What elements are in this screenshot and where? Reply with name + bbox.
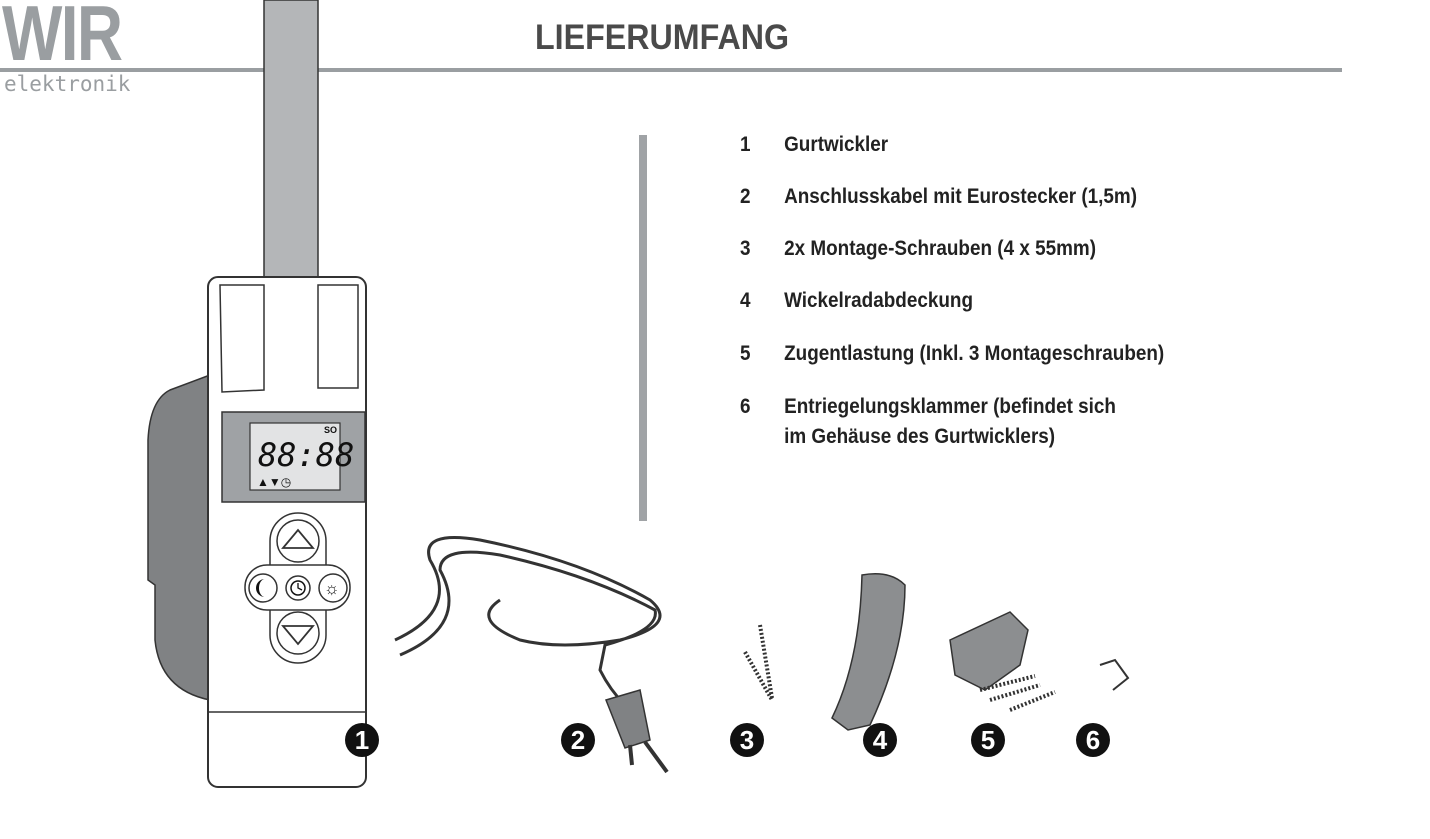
cable <box>394 536 662 707</box>
page-title: LIEFERUMFANG <box>535 18 790 57</box>
badge-4: 4 <box>863 723 897 757</box>
logo-brand: WIR <box>2 0 123 77</box>
up-arrow-icon <box>281 528 315 549</box>
screw <box>743 651 774 701</box>
header-rule <box>0 68 1342 72</box>
housing-back <box>147 373 211 701</box>
badge-2: 2 <box>561 723 595 757</box>
up-button <box>276 519 320 563</box>
badge-6: 6 <box>1076 723 1110 757</box>
badge-5: 5 <box>971 723 1005 757</box>
screw <box>758 624 774 699</box>
strain-relief <box>949 611 1029 691</box>
lcd-time: 88:88 <box>258 436 354 474</box>
wheel-cover <box>831 573 906 731</box>
logo-subtitle: elektronik <box>4 72 131 96</box>
euro-plug <box>605 689 651 749</box>
sun-button <box>318 573 348 603</box>
down-arrow-icon <box>281 625 315 646</box>
down-button <box>276 611 320 655</box>
badge-3: 3 <box>730 723 764 757</box>
sun-icon: ☼ <box>324 579 340 598</box>
svg-text:▲▼◷: ▲▼◷ <box>257 475 291 489</box>
moon-icon <box>256 579 265 597</box>
lcd <box>249 422 341 491</box>
badge-1: 1 <box>345 723 379 757</box>
divider-bar <box>639 135 647 521</box>
lcd-day: SO <box>324 425 337 435</box>
moon-button <box>248 573 278 603</box>
release-clip <box>1099 658 1130 691</box>
clock-icon <box>290 580 306 596</box>
